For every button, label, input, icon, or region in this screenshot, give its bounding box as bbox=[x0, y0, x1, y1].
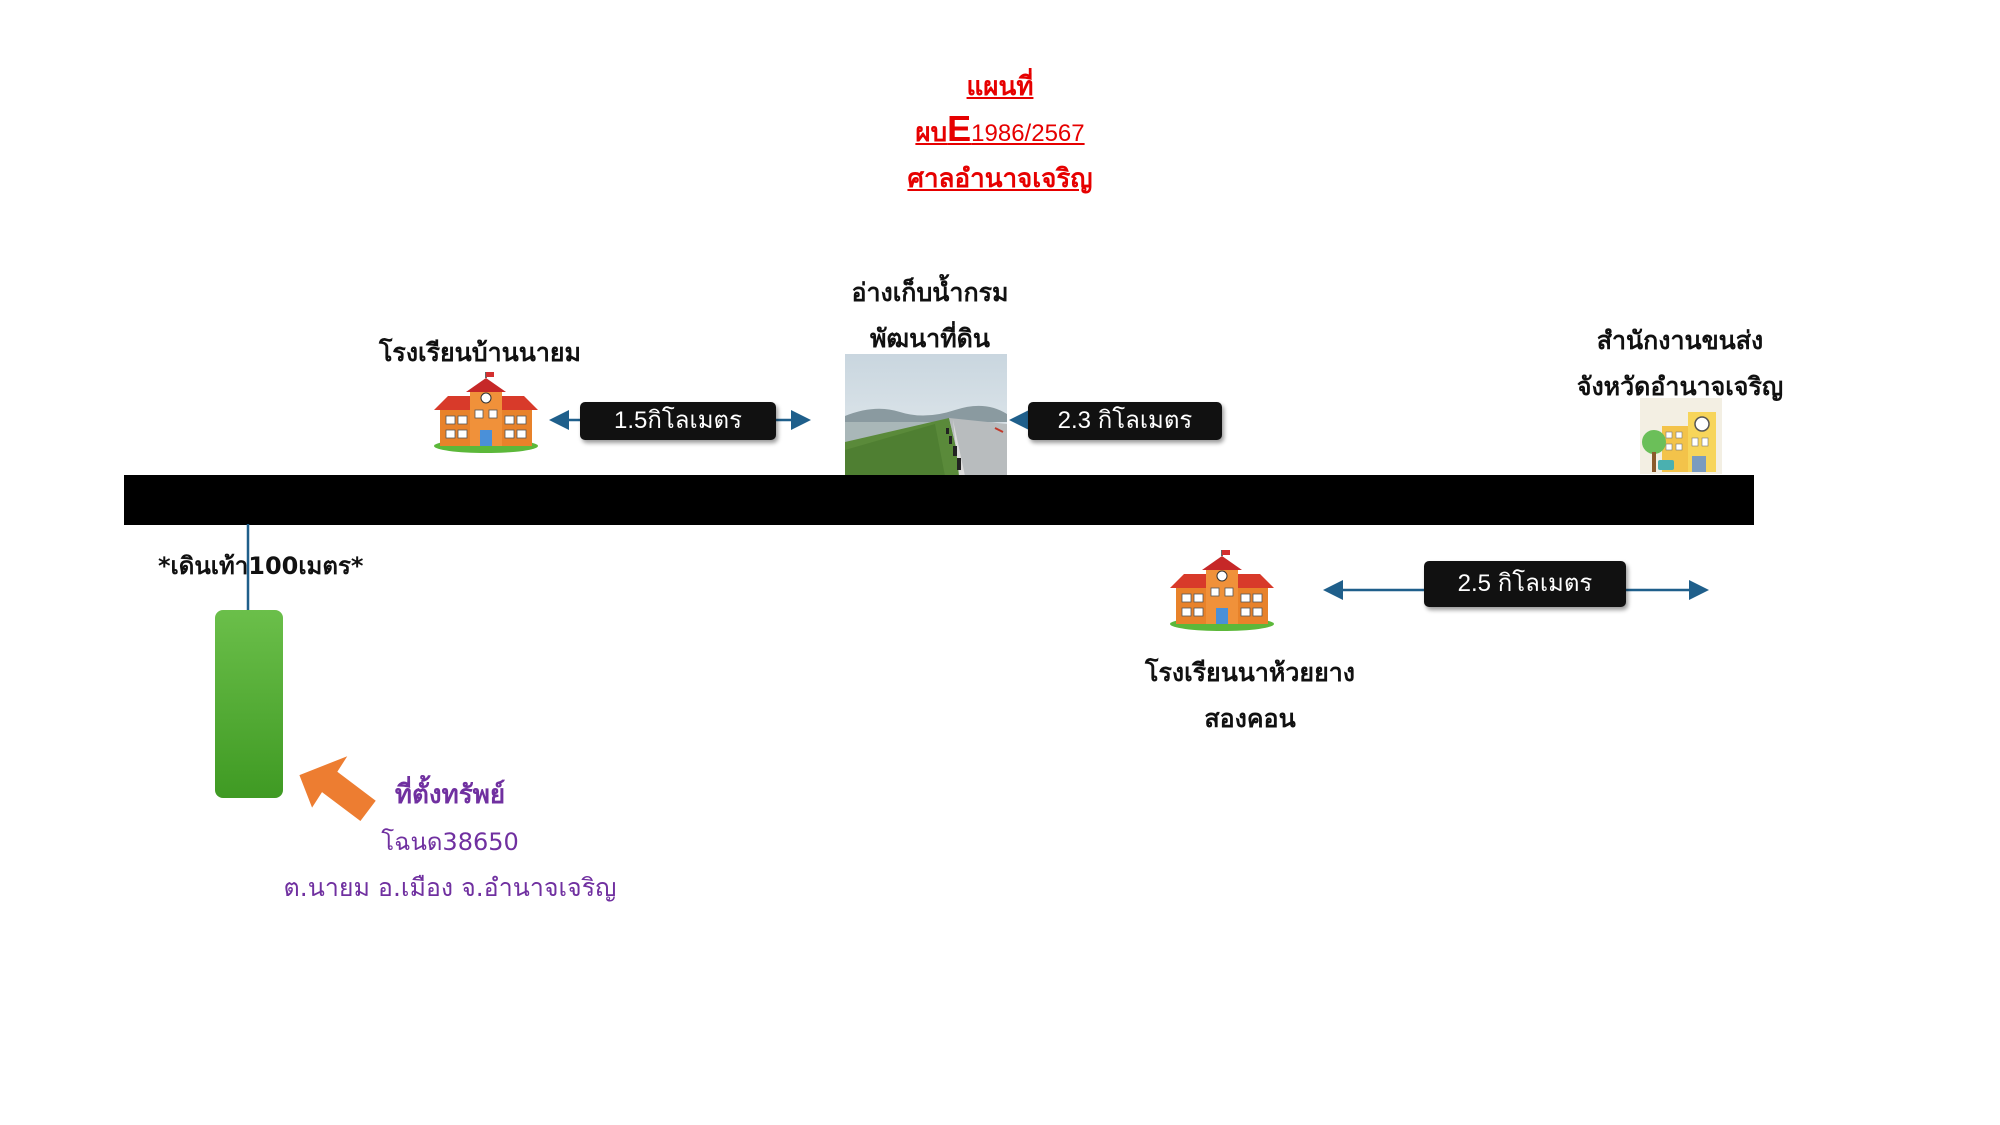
property-deed: โฉนด38650 bbox=[350, 822, 550, 861]
case-number-value: 1986/2567 bbox=[971, 120, 1085, 147]
map-title: แผนที่ bbox=[0, 66, 2000, 107]
walk-note: *เดินเท้า100เมตร* bbox=[158, 546, 363, 585]
transport-line2: จังหวัดอำนาจเจริญ bbox=[1576, 372, 1784, 401]
school-icon bbox=[434, 372, 538, 453]
reservoir-label: อ่างเก็บน้ำกรม พัฒนาที่ดิน bbox=[800, 270, 1060, 362]
school-nayom-text: โรงเรียนบ้านนายม bbox=[378, 338, 582, 367]
school-huaiyang-label: โรงเรียนนาห้วยยาง สองคอน bbox=[1110, 650, 1390, 742]
distance-label-1: 1.5กิโลเมตร bbox=[580, 402, 776, 440]
case-letter: E bbox=[947, 108, 972, 149]
case-number: ผบE1986/2567 bbox=[0, 108, 2000, 153]
location-arrow-icon bbox=[299, 756, 376, 822]
distance-text-1: 1.5กิโลเมตร bbox=[614, 407, 742, 434]
court-name-text: ศาลอำนาจเจริญ bbox=[907, 164, 1093, 194]
property-address-text: ต.นายม อ.เมือง จ.อำนาจเจริญ bbox=[283, 873, 617, 902]
map-title-line1: แผนที่ bbox=[966, 72, 1034, 102]
main-road bbox=[124, 475, 1754, 525]
school-huaiyang-line1: โรงเรียนนาห้วยยาง bbox=[1145, 658, 1355, 687]
property-title-text: ที่ตั้งทรัพย์ bbox=[394, 780, 506, 810]
case-prefix: ผบ bbox=[915, 118, 948, 148]
walk-note-text: *เดินเท้า100เมตร* bbox=[158, 552, 364, 580]
distance-text-3: 2.5 กิโลเมตร bbox=[1457, 570, 1593, 597]
transport-office-label: สำนักงานขนส่ง จังหวัดอำนาจเจริญ bbox=[1540, 318, 1820, 410]
school-nayom-label: โรงเรียนบ้านนายม bbox=[340, 330, 620, 376]
transport-line1: สำนักงานขนส่ง bbox=[1596, 326, 1764, 355]
property-plot bbox=[215, 610, 283, 798]
distance-label-2: 2.3 กิโลเมตร bbox=[1028, 402, 1222, 440]
court-name: ศาลอำนาจเจริญ bbox=[0, 158, 2000, 199]
property-title: ที่ตั้งทรัพย์ bbox=[350, 774, 550, 815]
school-icon bbox=[1170, 550, 1274, 631]
reservoir-line2: พัฒนาที่ดิน bbox=[870, 324, 990, 353]
distance-label-3: 2.5 กิโลเมตร bbox=[1424, 561, 1626, 607]
reservoir-photo bbox=[845, 354, 1007, 476]
property-deed-text: โฉนด38650 bbox=[381, 828, 519, 856]
reservoir-line1: อ่างเก็บน้ำกรม bbox=[851, 278, 1009, 307]
distance-text-2: 2.3 กิโลเมตร bbox=[1057, 407, 1193, 434]
office-building-icon bbox=[1640, 398, 1722, 474]
school-huaiyang-line2: สองคอน bbox=[1204, 704, 1296, 733]
property-address: ต.นายม อ.เมือง จ.อำนาจเจริญ bbox=[230, 868, 670, 908]
